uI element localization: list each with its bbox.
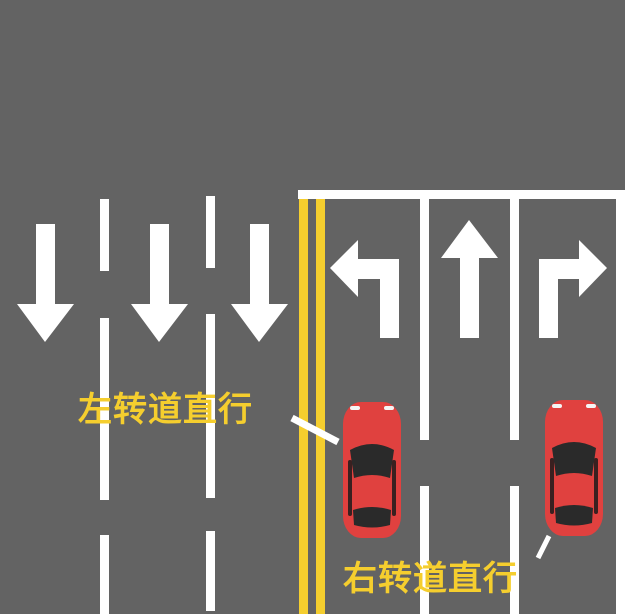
center-line-left [299, 199, 308, 614]
lane-dash [420, 486, 429, 614]
pointer-line-left [290, 414, 340, 446]
lane-dash [100, 199, 109, 271]
lane-dash [100, 535, 109, 614]
lane-dash [510, 486, 519, 614]
lane-dash [206, 314, 215, 498]
road-edge-line [616, 190, 625, 614]
down-arrow-icon [17, 224, 74, 342]
pointer-line-right [535, 534, 552, 560]
left-turn-arrow-icon [330, 240, 399, 338]
lane-dash [206, 531, 215, 611]
stop-line [298, 190, 625, 199]
right-turn-arrow-icon [539, 240, 607, 338]
down-arrow-icon [231, 224, 288, 342]
lane-dash [206, 196, 215, 268]
lane-line-solid [420, 199, 429, 440]
car-right-lane [545, 400, 603, 536]
car-left-lane [343, 402, 401, 538]
straight-arrow-icon [441, 220, 498, 338]
down-arrow-icon [131, 224, 188, 342]
label-right-turn-lane-straight: 右转道直行 [343, 559, 518, 599]
center-line-right [316, 199, 325, 614]
lane-dash [100, 318, 109, 500]
lane-line-solid [510, 199, 519, 440]
label-left-turn-lane-straight: 左转道直行 [78, 390, 253, 430]
